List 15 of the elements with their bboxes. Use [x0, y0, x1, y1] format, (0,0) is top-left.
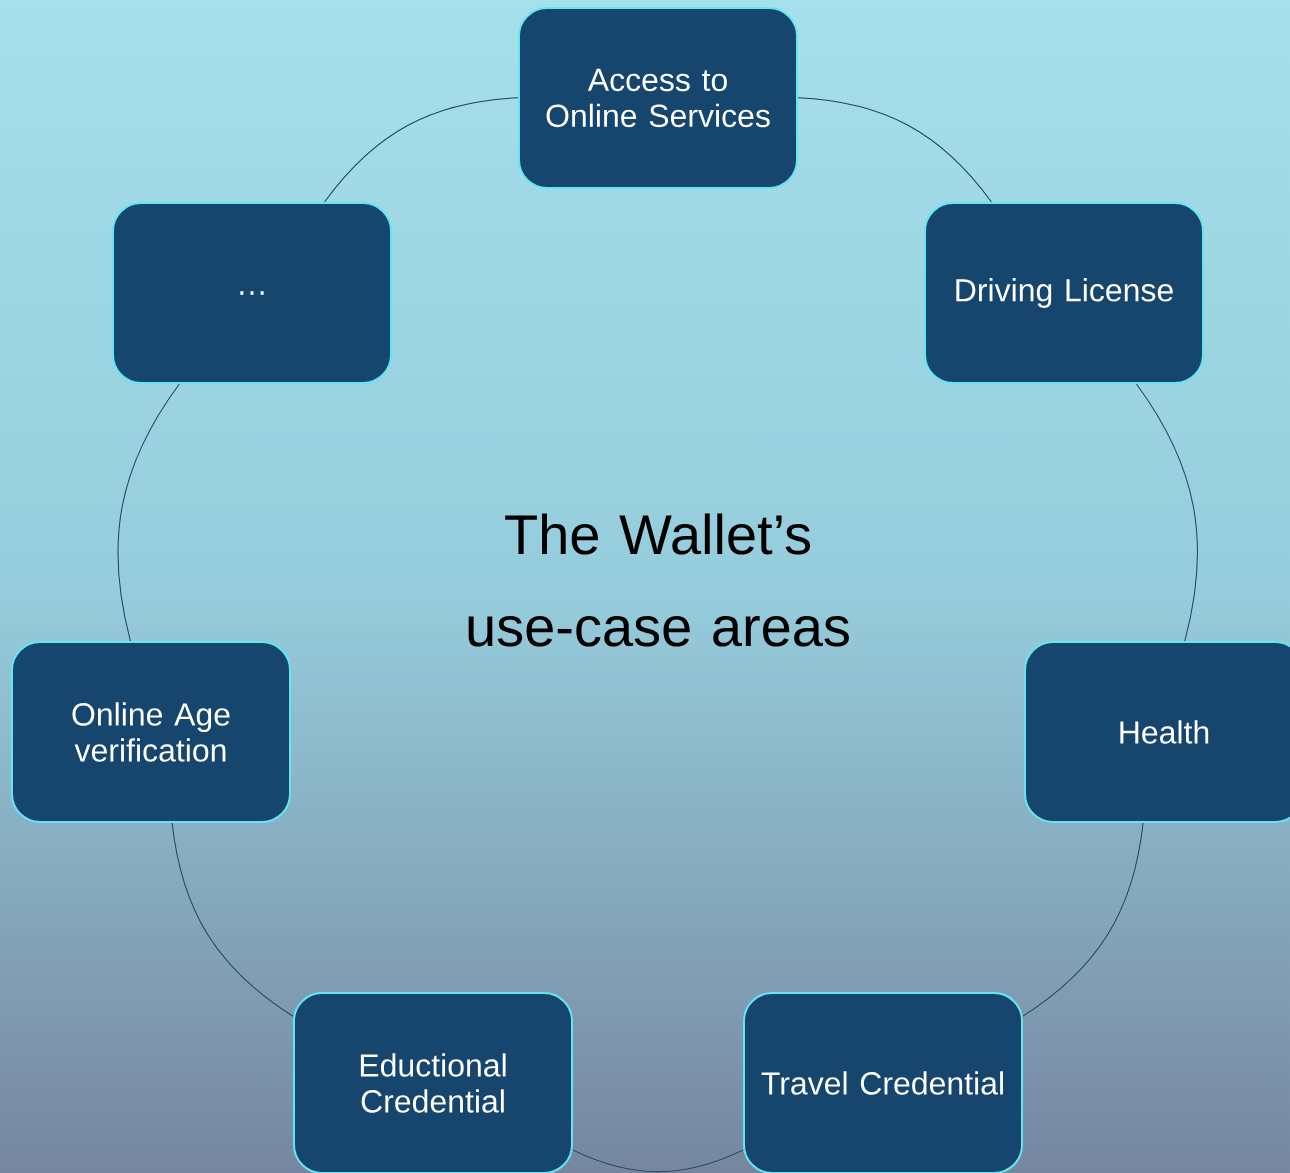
connector-arc [797, 97, 992, 203]
connector-arc [117, 383, 180, 642]
use-case-box: … [112, 202, 392, 384]
use-case-box: Health [1024, 641, 1290, 823]
connector-arc [1022, 822, 1144, 1017]
connector-arc [572, 1149, 744, 1173]
use-case-box: Driving License [924, 202, 1204, 384]
center-title: The Wallet’s use-case areas [468, 513, 849, 647]
use-case-box: Travel Credential [743, 992, 1023, 1173]
use-case-box: Access to Online Services [518, 7, 798, 189]
connector-arc [1135, 383, 1198, 642]
connector-arc [171, 822, 294, 1017]
connector-arc [324, 97, 519, 203]
use-case-box: Eductional Credential [293, 992, 573, 1173]
use-case-box: Online Age verification [11, 641, 291, 823]
